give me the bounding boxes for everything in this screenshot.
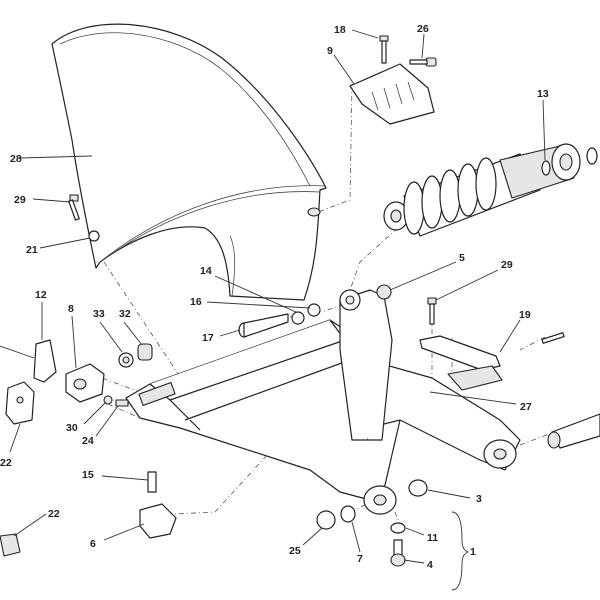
screw-18: [379, 35, 389, 64]
rear-mudguard: [51, 23, 327, 301]
label-27: 27: [520, 401, 532, 413]
chain-slider: [419, 335, 503, 391]
screw-right: [541, 332, 565, 344]
label-7: 7: [357, 553, 363, 565]
label-22: 22: [48, 508, 60, 520]
spacer-tube: [547, 413, 600, 449]
group-bracket: [451, 511, 470, 591]
label-21: 21: [26, 244, 38, 256]
part-8: [65, 363, 105, 403]
swingarm: [125, 289, 521, 515]
label-19: 19: [519, 309, 531, 321]
part-33: [118, 352, 134, 368]
label-12: 12: [35, 289, 47, 301]
screw-29-right: [427, 297, 437, 325]
label-17: 17: [202, 332, 214, 344]
label-25: 25: [289, 545, 301, 557]
washer-11: [390, 522, 406, 534]
sensor-6: [139, 471, 177, 539]
bolt-4: [390, 539, 406, 567]
label-26: 26: [417, 23, 429, 35]
label-33: 33: [93, 308, 105, 320]
washer-3: [408, 479, 428, 497]
label-24: 24: [82, 435, 94, 447]
part-22: [0, 533, 21, 557]
label-29-left: 29: [14, 194, 26, 206]
label-8: 8: [68, 303, 74, 315]
label-14: 14: [200, 265, 212, 277]
label-28: 28: [10, 153, 22, 165]
label-9: 9: [327, 45, 333, 57]
label-13: 13: [537, 88, 549, 100]
label-11: 11: [427, 532, 438, 544]
shock-absorber: [383, 143, 598, 237]
label-16: 16: [190, 296, 202, 308]
label-5: 5: [459, 252, 465, 264]
label-32: 32: [119, 308, 131, 320]
leader-lines: [9, 29, 546, 564]
bushing-25: [316, 510, 336, 530]
washer-16: [307, 303, 321, 317]
part-5: [376, 284, 392, 300]
bracket-part: [349, 63, 435, 125]
washer-7: [340, 505, 356, 523]
label-6: 6: [90, 538, 96, 550]
label-3: 3: [476, 493, 482, 505]
washer-21: [88, 230, 100, 242]
label-30: 30: [66, 422, 78, 434]
label-23: 22: [0, 457, 12, 469]
label-29-right: 29: [501, 259, 513, 271]
washer-14: [291, 311, 305, 325]
screw-26: [409, 57, 437, 67]
part-23: [5, 381, 35, 425]
label-15: 15: [82, 469, 94, 481]
part-12: [0, 339, 57, 383]
bolt-17: [238, 313, 289, 338]
label-4: 4: [427, 559, 433, 571]
part-30-24: [103, 395, 129, 407]
screw-29-left: [68, 194, 80, 221]
label-18: 18: [334, 24, 346, 36]
part-labels: 28 29 21 18 26 9 13 14 16 17 5 29 19 27 …: [0, 23, 549, 571]
part-32: [137, 343, 153, 361]
label-1: 1: [470, 546, 476, 558]
